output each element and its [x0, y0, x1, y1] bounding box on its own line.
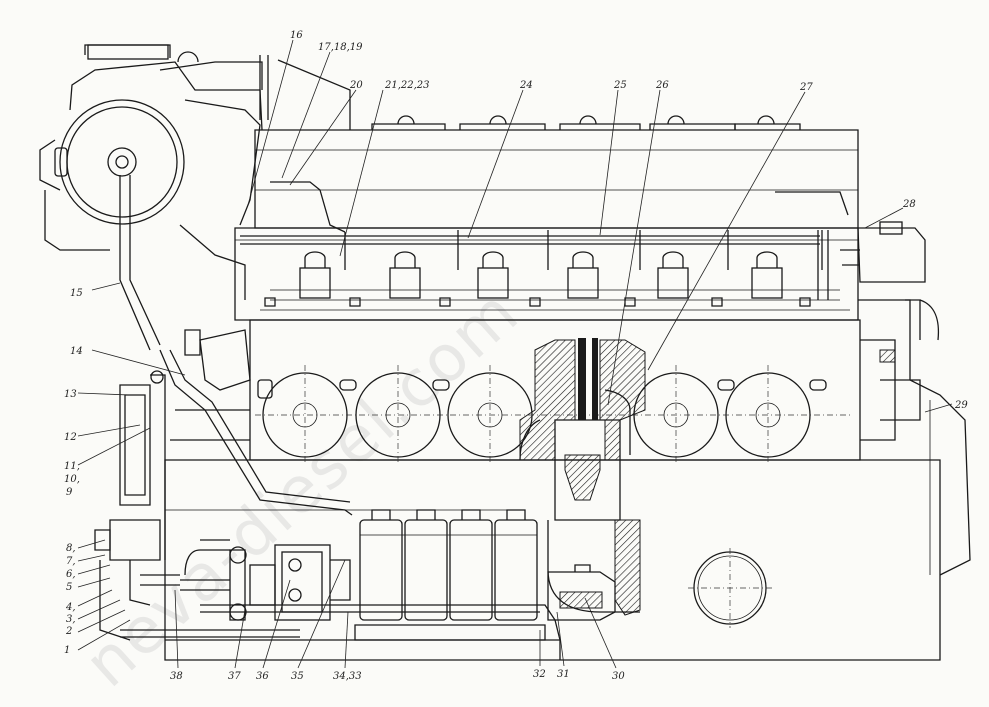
injector-pump-2: [389, 251, 421, 299]
callout-21-22-23: 21,22,23: [384, 80, 430, 91]
governor-drive: [817, 221, 940, 441]
callout-25: 25: [613, 80, 627, 91]
injector-pump-3: [477, 251, 509, 299]
callout-9: 9: [66, 487, 73, 498]
callout-32: 32: [533, 669, 546, 680]
callout-29: 29: [954, 400, 968, 411]
callout-2: 2: [65, 626, 72, 637]
oil-pump-group: [120, 539, 561, 641]
callout-15: 15: [70, 288, 83, 299]
watermark-text: neva-diesel.com: [71, 275, 533, 702]
callout-27: 27: [799, 82, 813, 93]
injector-pump-6: [751, 251, 783, 299]
callout-3: 3,: [66, 614, 76, 625]
callout-36: 36: [256, 671, 269, 682]
callout-12: 12: [64, 432, 77, 443]
callout-16: 16: [290, 30, 303, 41]
callout-31: 31: [557, 669, 570, 680]
cylinder-cutaway: [519, 338, 646, 616]
callout-labels: 1 2 3, 4, 5 6, 7, 8, 9 10, 11, 12 13 14 …: [64, 30, 968, 682]
injector-pump-1: [299, 251, 331, 299]
leader-lines: [77, 39, 953, 669]
cylinder-bores: [255, 365, 850, 465]
callout-1: 1: [64, 645, 70, 656]
injector-pumps: [264, 230, 823, 307]
oil-cooler: [547, 564, 616, 621]
injector-pump-4: [567, 251, 599, 299]
callout-11: 11,: [64, 461, 80, 472]
callout-37: 37: [228, 671, 241, 682]
callout-20: 20: [349, 80, 363, 91]
oil-drain-pipe-inner: [169, 349, 351, 503]
left-accessories: [94, 329, 251, 641]
callout-17-18-19: 17,18,19: [318, 42, 363, 53]
callout-24: 24: [519, 80, 533, 91]
turbocharger: [39, 44, 351, 351]
callout-35: 35: [291, 671, 304, 682]
callout-30: 30: [612, 671, 625, 682]
callout-4: 4,: [65, 602, 76, 613]
callout-5: 5: [66, 582, 72, 593]
callout-7: 7,: [66, 556, 76, 567]
callout-8: 8,: [66, 543, 76, 554]
callout-6: 6,: [66, 569, 76, 580]
callout-34-33: 34,33: [333, 671, 362, 682]
fuel-injection-piping: [240, 181, 850, 311]
callout-14: 14: [70, 346, 83, 357]
callout-13: 13: [64, 389, 77, 400]
callout-38: 38: [170, 671, 183, 682]
callout-26: 26: [655, 80, 669, 91]
callout-10: 10,: [64, 474, 80, 485]
oil-filters: [354, 509, 546, 641]
callout-28: 28: [902, 199, 916, 210]
inspection-cover: [688, 548, 772, 628]
oil-drain-pipe: [159, 349, 353, 516]
injector-pump-5: [657, 251, 689, 299]
